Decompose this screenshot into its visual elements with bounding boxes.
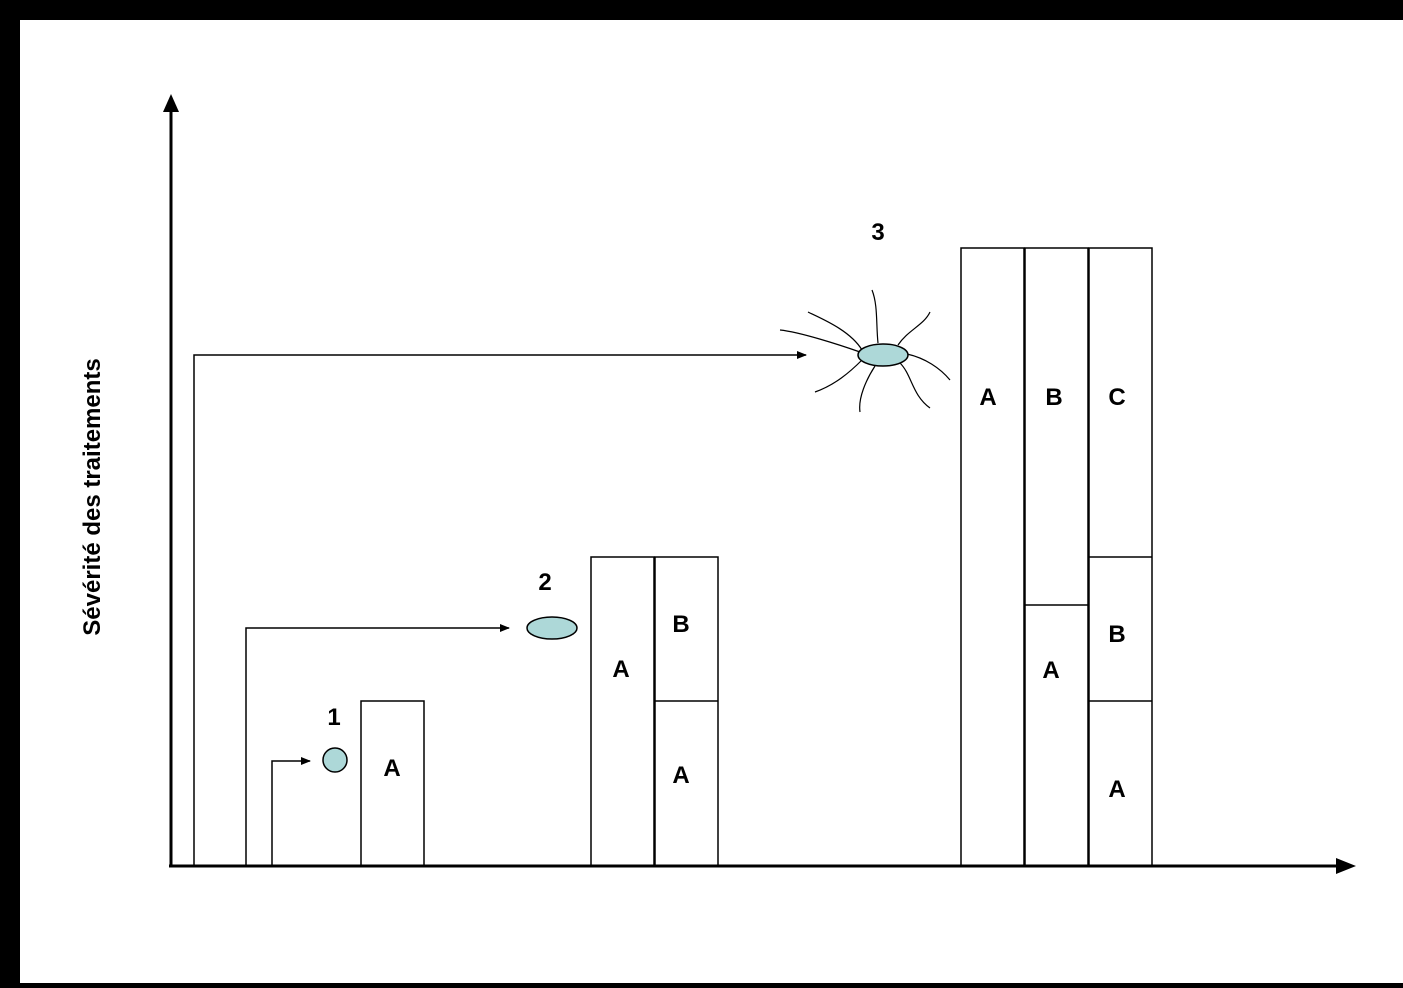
connector-arrow-1 [271,757,311,866]
stage-2-column-2-segment-2: B [672,611,689,638]
stage-3-column-3-segment-3: C [1108,384,1125,411]
stage-3-number: 3 [871,219,884,246]
stage-3-column-3-segment-1: A [1108,776,1125,803]
stage-3-treatments: A A B A B C [960,247,1153,867]
stage-2-column-2-box [654,556,719,867]
stage-2-column-1-segment-1: A [612,656,629,683]
stage-2-column-2-segment-1: A [672,762,689,789]
stage-3-column-1-box [960,247,1025,867]
x-axis-arrowhead [1336,858,1356,874]
page-background [20,20,1403,983]
stage-2-column-1-box [590,556,655,867]
stage-3-column-2-segment-1: A [1042,657,1059,684]
stage-3-column-2-segment-2: B [1045,384,1062,411]
stage-3-column-1-segment-1: A [979,384,996,411]
connector-arrow-2 [245,624,510,866]
stage-1-column-1-box [360,700,425,867]
stage-2-number: 2 [538,569,551,596]
stage-2-treatments: A A B [590,556,719,867]
cell-1-icon [322,747,348,773]
stage-3-column-2-box [1024,247,1089,867]
stage-1-column-1-segment-1: A [383,755,400,782]
stage-1-number: 1 [327,704,340,731]
stage-3-column-3-segment-2: B [1108,621,1125,648]
y-axis-label: Sévérité des traitements [79,358,106,635]
cell-2-icon [526,616,578,640]
cell-3-icon [779,289,951,413]
connector-arrow-3 [193,351,807,866]
connectors [193,351,807,866]
y-axis-arrowhead [163,94,179,112]
stage-1-treatments: A [360,700,425,867]
